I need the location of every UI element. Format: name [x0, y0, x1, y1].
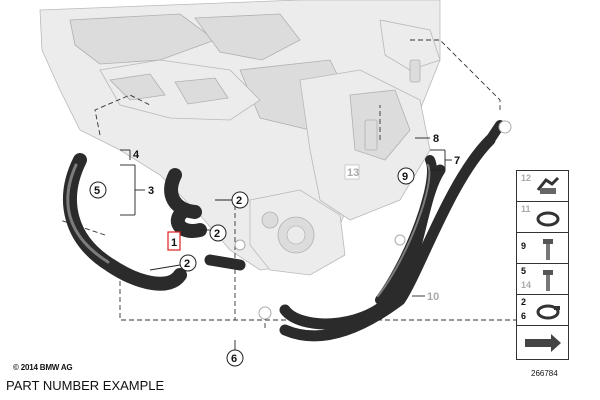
screw-icon — [543, 270, 553, 291]
svg-text:10: 10 — [427, 291, 439, 303]
svg-text:5: 5 — [94, 185, 100, 197]
callout-2a[interactable]: 2 — [215, 191, 249, 209]
legend-row-2[interactable]: 2 6 — [517, 295, 568, 326]
spring-clamp-icon — [536, 304, 560, 320]
legend-num: 12 — [521, 173, 532, 183]
hose-clamp-icon — [536, 211, 560, 227]
legend-num-sub: 14 — [521, 280, 532, 290]
svg-text:8: 8 — [433, 133, 439, 145]
svg-text:13: 13 — [347, 167, 359, 179]
diagram-arrow-icon — [525, 334, 561, 352]
svg-text:7: 7 — [454, 155, 460, 167]
svg-text:3: 3 — [148, 185, 154, 197]
callout-13[interactable]: 13 — [344, 164, 360, 180]
legend-panel: 12 11 9 5 14 2 6 — [516, 170, 569, 360]
svg-text:2: 2 — [214, 228, 220, 240]
callout-9[interactable]: 9 — [397, 167, 415, 185]
callout-4[interactable]: 4 — [120, 149, 140, 161]
callout-7[interactable]: 7 — [430, 149, 460, 171]
callout-2b[interactable]: 2 — [200, 224, 227, 242]
legend-row-12[interactable]: 12 — [517, 171, 568, 202]
hose-markers — [234, 120, 512, 320]
footer-caption: PART NUMBER EXAMPLE — [6, 378, 165, 393]
legend-num-sub: 6 — [521, 311, 527, 321]
callout-1[interactable]: 1 — [167, 231, 181, 251]
callout-10[interactable]: 10 — [412, 291, 439, 303]
callout-2c[interactable]: 2 — [149, 254, 197, 272]
svg-text:9: 9 — [402, 171, 408, 183]
legend-row-arrow[interactable] — [517, 326, 568, 359]
svg-text:4: 4 — [133, 149, 140, 161]
svg-text:2: 2 — [236, 195, 242, 207]
callout-6[interactable]: 6 — [226, 340, 244, 367]
legend-num: 9 — [521, 241, 527, 251]
copyright-text: © 2014 BMW AG — [13, 363, 73, 372]
clip-icon — [536, 176, 560, 194]
legend-row-5[interactable]: 5 14 — [517, 264, 568, 295]
bolt-icon — [543, 239, 553, 260]
svg-text:2: 2 — [184, 258, 190, 270]
engine-illustration — [39, 0, 441, 276]
callout-8[interactable]: 8 — [415, 133, 439, 145]
callout-3[interactable]: 3 — [120, 164, 154, 216]
svg-text:6: 6 — [231, 353, 237, 365]
svg-text:1: 1 — [171, 237, 177, 249]
callout-5[interactable]: 5 — [89, 181, 107, 199]
legend-num: 11 — [521, 204, 531, 214]
image-id-label: 266784 — [531, 369, 558, 378]
legend-row-9[interactable]: 9 — [517, 233, 568, 264]
hose-assembly — [63, 120, 505, 342]
legend-row-11[interactable]: 11 — [517, 202, 568, 233]
legend-num: 5 — [521, 266, 527, 276]
legend-num: 2 — [521, 297, 527, 307]
